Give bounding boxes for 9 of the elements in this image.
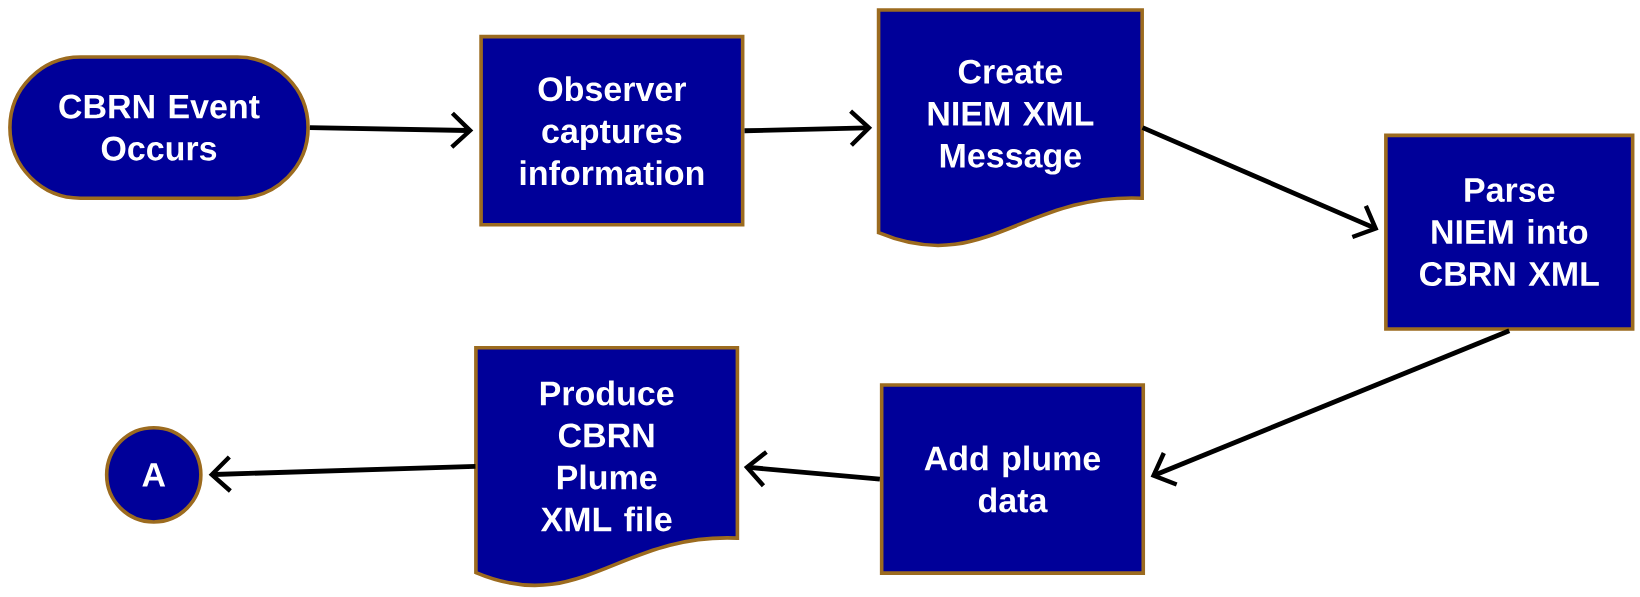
process-box: Parse NIEM into CBRN XML	[1384, 133, 1635, 331]
process-box: Add plume data	[879, 383, 1146, 575]
arrow	[744, 109, 873, 147]
arrow	[1141, 125, 1379, 239]
process-box: Observer captures information	[479, 34, 745, 227]
arrow	[1150, 328, 1511, 487]
arrow	[309, 111, 474, 149]
arrow	[743, 450, 881, 488]
arrow	[208, 455, 476, 493]
